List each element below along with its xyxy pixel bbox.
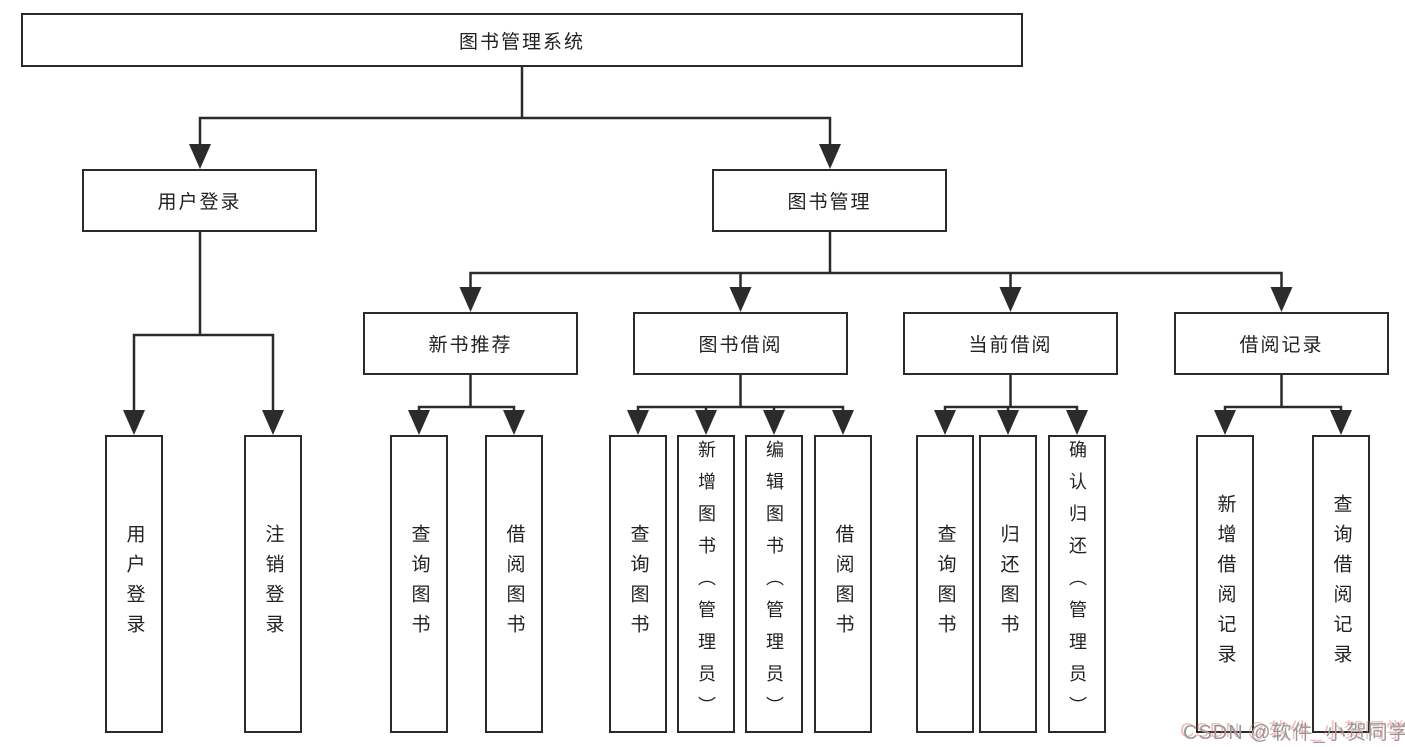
node-book-management-label: 图书管理	[787, 192, 872, 213]
leaf-logout: 注销登录	[244, 435, 302, 733]
node-current-borrow: 当前借阅	[903, 312, 1118, 375]
node-user-login: 用户登录	[82, 169, 317, 232]
leaf-borrow-borrow-book: 借阅图书	[814, 435, 872, 733]
leaf-recommend-query-book: 查询图书	[390, 435, 448, 733]
leaf-user-login-label: 用户登录	[123, 524, 145, 644]
leaf-current-confirm-return-label: 确认归还（管理员）	[1067, 440, 1087, 728]
node-root-label: 图书管理系统	[458, 31, 585, 53]
node-borrow-record: 借阅记录	[1174, 312, 1389, 375]
leaf-borrow-query-book: 查询图书	[609, 435, 667, 733]
leaf-current-confirm-return: 确认归还（管理员）	[1048, 435, 1106, 733]
leaf-user-login: 用户登录	[105, 435, 163, 733]
node-root: 图书管理系统	[21, 13, 1023, 67]
leaf-recommend-borrow-book-label: 借阅图书	[503, 524, 525, 644]
leaf-borrow-query-book-label: 查询图书	[627, 524, 649, 644]
node-current-borrow-label: 当前借阅	[968, 335, 1053, 356]
node-new-book-recommend-label: 新书推荐	[428, 335, 513, 356]
leaf-borrow-add-book-label: 新增图书（管理员）	[696, 440, 716, 728]
leaf-borrow-edit-book-label: 编辑图书（管理员）	[764, 440, 784, 728]
node-new-book-recommend: 新书推荐	[363, 312, 578, 375]
leaf-recommend-borrow-book: 借阅图书	[485, 435, 543, 733]
node-book-management: 图书管理	[712, 169, 947, 232]
leaf-record-add-record: 新增借阅记录	[1196, 435, 1254, 733]
leaf-current-query-book: 查询图书	[916, 435, 974, 733]
node-book-borrow-label: 图书借阅	[698, 335, 783, 356]
csdn-watermark: CSDN @软件_小贺同学	[1183, 722, 1405, 744]
leaf-logout-label: 注销登录	[262, 524, 284, 644]
leaf-borrow-add-book: 新增图书（管理员）	[677, 435, 735, 733]
leaf-current-return-book: 归还图书	[979, 435, 1037, 733]
node-borrow-record-label: 借阅记录	[1239, 335, 1324, 356]
leaf-current-return-book-label: 归还图书	[997, 524, 1019, 644]
leaf-record-add-record-label: 新增借阅记录	[1214, 494, 1236, 674]
leaf-record-query-record-label: 查询借阅记录	[1330, 494, 1352, 674]
node-book-borrow: 图书借阅	[633, 312, 848, 375]
leaf-record-query-record: 查询借阅记录	[1312, 435, 1370, 733]
node-user-login-label: 用户登录	[157, 192, 242, 213]
leaf-borrow-edit-book: 编辑图书（管理员）	[745, 435, 803, 733]
leaf-recommend-query-book-label: 查询图书	[408, 524, 430, 644]
leaf-current-query-book-label: 查询图书	[934, 524, 956, 644]
leaf-borrow-borrow-book-label: 借阅图书	[832, 524, 854, 644]
